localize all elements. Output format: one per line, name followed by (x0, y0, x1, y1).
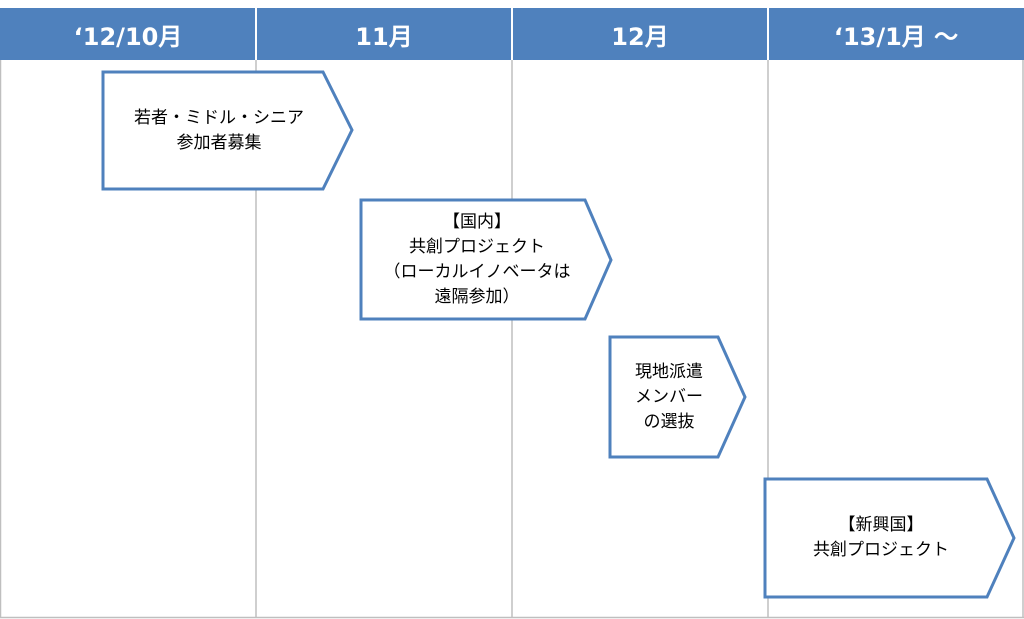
header-month-dec: 12月 (611, 22, 669, 51)
header-month-nov: 11月 (355, 22, 413, 51)
task-arrow-member-selection (608, 335, 747, 459)
task-line: メンバー (635, 386, 703, 407)
task-label-emerging-project: 【新興国】 共創プロジェクト (765, 479, 997, 597)
task-label-recruitment: 若者・ミドル・シニア 参加者募集 (103, 72, 335, 189)
task-line: 遠隔参加） (434, 286, 520, 307)
task-line: 【国内】 (443, 211, 511, 232)
task-line: 若者・ミドル・シニア (134, 107, 304, 128)
task-line: 共創プロジェクト (409, 236, 545, 257)
task-line: 【新興国】 (838, 515, 924, 535)
task-line: 参加者募集 (176, 132, 262, 153)
task-arrow-emerging-project (763, 477, 1016, 599)
task-line: 共創プロジェクト (813, 540, 949, 560)
task-line: の選抜 (643, 411, 695, 432)
task-line: （ローカルイノベータは (383, 261, 571, 282)
task-label-member-selection: 現地派遣 メンバー の選抜 (610, 337, 728, 457)
task-arrow-domestic-project (359, 198, 613, 321)
header-month-jan-2013: ‘13/1月 〜 (833, 22, 959, 51)
task-label-domestic-project: 【国内】 共創プロジェクト （ローカルイノベータは 遠隔参加） (361, 200, 593, 319)
task-line: 現地派遣 (635, 361, 703, 382)
task-arrow-recruitment (101, 70, 354, 191)
header-month-oct-2012: ‘12/10月 (73, 22, 183, 51)
